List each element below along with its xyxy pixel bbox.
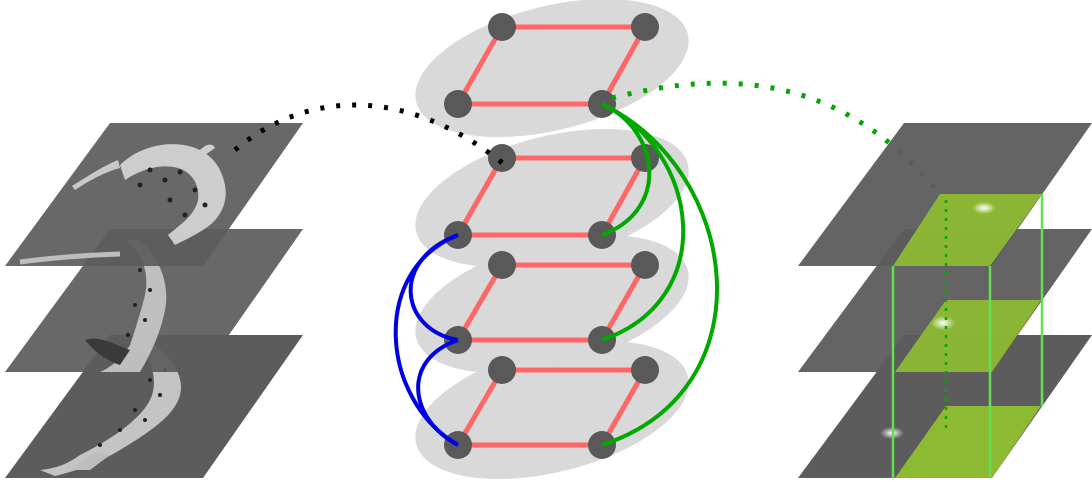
graph-node xyxy=(488,251,516,279)
spatial-edges xyxy=(455,24,648,448)
graph-node xyxy=(631,13,659,41)
graph-node xyxy=(488,144,516,172)
heatmap-peak xyxy=(972,202,996,214)
spatial-edge xyxy=(599,155,648,238)
heatmap-volume-outline xyxy=(891,194,1044,478)
spatial-edge xyxy=(599,367,648,448)
graph-node xyxy=(631,251,659,279)
keypoint-graph-panel xyxy=(393,0,719,480)
dog-image xyxy=(19,144,226,265)
graph-node xyxy=(488,13,516,41)
heatmap-region xyxy=(895,300,1041,372)
heatmap-region xyxy=(895,406,1041,478)
heatmap-peak xyxy=(931,316,955,330)
graph-node xyxy=(488,356,516,384)
graph-node xyxy=(444,90,472,118)
graph-node xyxy=(631,144,659,172)
input-frame-2 xyxy=(5,229,303,372)
temporal-edge xyxy=(393,233,460,447)
input-to-graph-link xyxy=(233,102,507,167)
heatmap-frame-1 xyxy=(798,123,1092,266)
spatial-edge xyxy=(599,262,648,343)
graph-node xyxy=(631,356,659,384)
temporal-edge xyxy=(601,102,719,447)
input-frames-panel xyxy=(5,123,303,478)
dog-image xyxy=(85,240,167,372)
spatial-edge xyxy=(455,367,505,448)
heatmap-frames-panel xyxy=(798,123,1092,478)
heatmap-region xyxy=(893,194,1042,266)
spatial-edge xyxy=(455,155,505,238)
temporal-edges-blue xyxy=(393,233,460,447)
spatial-edge xyxy=(455,24,505,107)
temporal-edges-green xyxy=(601,102,719,447)
input-frame-3 xyxy=(5,335,303,478)
input-frame-1 xyxy=(5,123,303,266)
spatial-edge xyxy=(599,24,648,107)
spatial-edge xyxy=(455,262,505,343)
